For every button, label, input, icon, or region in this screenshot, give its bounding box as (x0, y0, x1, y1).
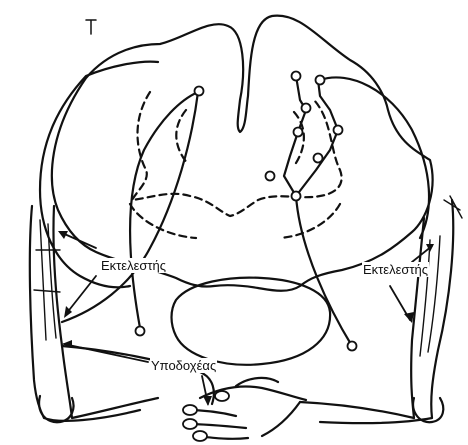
effector-label-left: Εκτελεστής (100, 258, 167, 273)
inner-matter (130, 92, 342, 238)
right-arm (300, 200, 453, 423)
right-fiber-sensory (296, 196, 352, 346)
left-elbow (39, 396, 73, 422)
cord-outline (52, 16, 433, 291)
left-fiber-sensory (130, 92, 198, 328)
receptor-label: Υποδοχέας (150, 358, 217, 373)
left-fiber-lower (62, 346, 214, 404)
lower-oval (172, 278, 331, 365)
effector-label-right: Εκτελεστής (362, 262, 429, 277)
corner-mark (86, 20, 96, 34)
